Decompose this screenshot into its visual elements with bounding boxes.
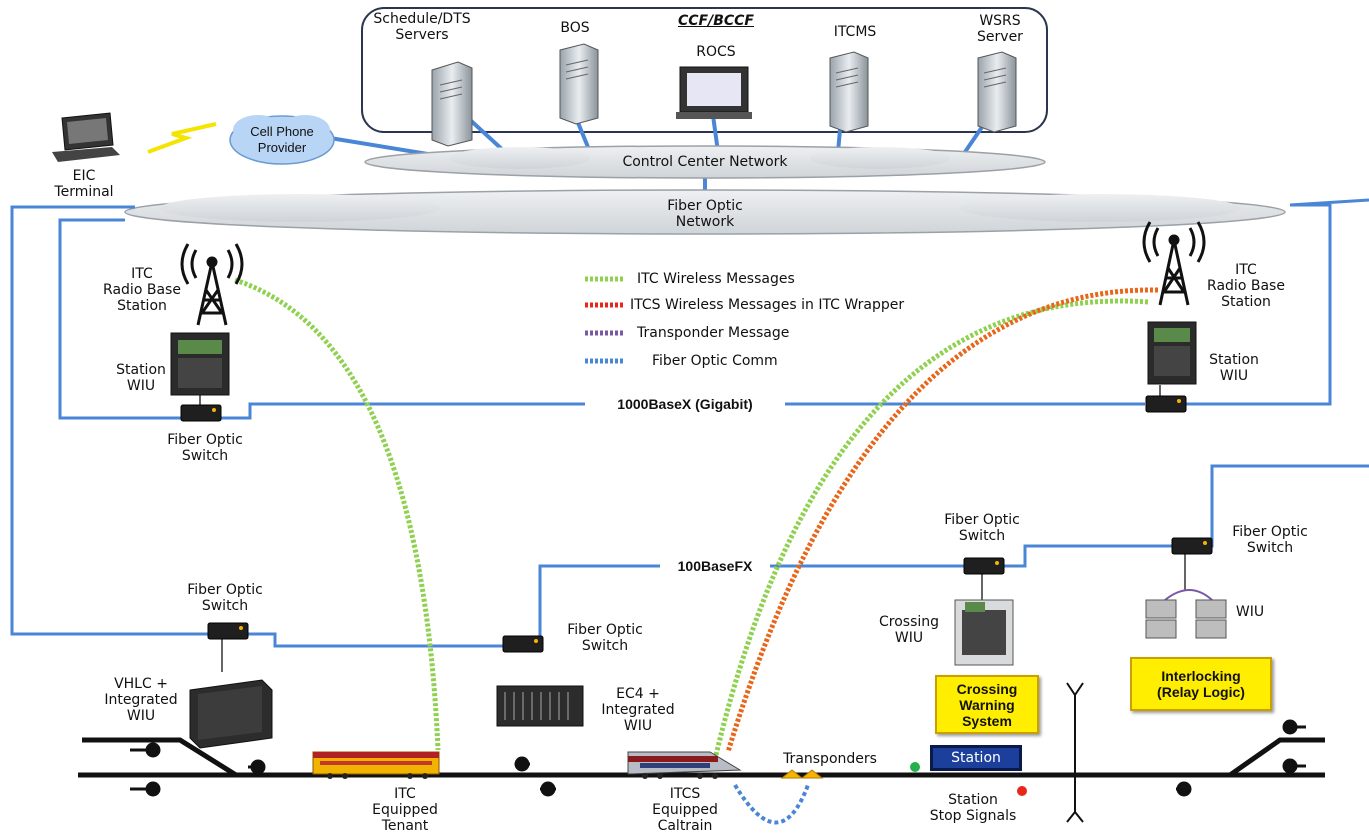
fiber-switch-icons [180, 395, 1213, 653]
lightning-icon [147, 122, 217, 154]
transponder-icon [780, 769, 824, 779]
station-wiu-left-label: Station WIU [116, 362, 166, 394]
signals [130, 719, 1306, 797]
rocs-label: ROCS [696, 44, 736, 60]
crossing-wiu-icon [954, 599, 1014, 666]
ec4-icon [496, 685, 584, 727]
fiber-switch-crossing-label: Fiber Optic Switch [944, 512, 1020, 544]
itcms-label: ITCMS [833, 24, 877, 40]
gigabit-label: 1000BaseX (Gigabit) [585, 396, 785, 412]
stop-signal-red [1017, 786, 1027, 796]
fiber-links [10, 198, 1369, 648]
tenant-locomotive-icon [312, 751, 440, 779]
transponder-message [733, 783, 810, 825]
server-icon-bos [559, 43, 599, 125]
fiber-network-cloud [124, 189, 1286, 235]
vhlc-label: VHLC + Integrated WIU [104, 676, 178, 724]
rocs-terminal-icon [676, 66, 752, 119]
crossing-warning-box: Crossing Warning System [935, 675, 1039, 734]
server-icon-wsrs [977, 51, 1017, 133]
itc-wireless-right [713, 298, 1149, 756]
station-wiu-left-icon [170, 332, 230, 396]
radio-base-right-label: ITC Radio Base Station [1207, 262, 1285, 310]
cell-provider-label: Cell Phone Provider [250, 124, 314, 155]
bos-label: BOS [560, 20, 590, 36]
wsrs-label: WSRS Server [977, 13, 1023, 45]
tower-right-icon [1142, 221, 1206, 306]
fx-label: 100BaseFX [660, 558, 770, 574]
tenant-label: ITC Equipped Tenant [372, 786, 438, 834]
interlocking-box: Interlocking (Relay Logic) [1130, 657, 1272, 711]
station-wiu-right-label: Station WIU [1209, 352, 1259, 384]
eic-terminal-label: EIC Terminal [54, 168, 114, 200]
legend-transponder: Transponder Message [637, 325, 790, 341]
fiber-switch-left-label: Fiber Optic Switch [167, 432, 243, 464]
crossing-wiu-label: Crossing WIU [878, 614, 940, 646]
server-icon-itcms [829, 51, 869, 133]
caltrain-locomotive-icon [627, 751, 742, 779]
ec4-label: EC4 + Integrated WIU [601, 686, 675, 734]
caltrain-label: ITCS Equipped Caltrain [652, 786, 718, 834]
fiber-switch-vhlc-label: Fiber Optic Switch [187, 582, 263, 614]
server-icon-schedule [431, 61, 473, 147]
itc-wireless-left [234, 277, 441, 751]
control-center-network-label: Control Center Network [622, 154, 788, 170]
legend-swatches [585, 276, 625, 364]
wiu-label: WIU [1235, 604, 1265, 620]
legend-itcs-wireless: ITCS Wireless Messages in ITC Wrapper [630, 297, 905, 313]
vhlc-icon [189, 679, 273, 749]
control-center-cloud [364, 145, 1046, 179]
wiu-icon [1145, 589, 1227, 639]
ccf-title: CCF/BCCF [677, 13, 754, 29]
fiber-switch-ec4-label: Fiber Optic Switch [567, 622, 643, 654]
fiber-network-label: Fiber Optic Network [667, 198, 743, 230]
transponders-label: Transponders [783, 751, 877, 767]
station-wiu-right-icon [1147, 321, 1197, 385]
stop-signals-label: Station Stop Signals [929, 792, 1017, 824]
laptop-icon [52, 112, 120, 162]
switch-leds [212, 399, 1207, 643]
legend-itc-wireless: ITC Wireless Messages [637, 271, 795, 287]
stop-signal-green [910, 762, 920, 772]
crossing [1066, 682, 1084, 823]
schedule-dts-label: Schedule/DTS Servers [373, 11, 471, 43]
cell-provider-cloud [229, 115, 335, 165]
legend-fiber-comm: Fiber Optic Comm [652, 353, 778, 369]
tower-left-icon [180, 243, 244, 326]
fiber-switch-interlocking-label: Fiber Optic Switch [1232, 524, 1308, 556]
radio-base-left-label: ITC Radio Base Station [103, 266, 181, 314]
station-sign: Station [930, 745, 1022, 771]
